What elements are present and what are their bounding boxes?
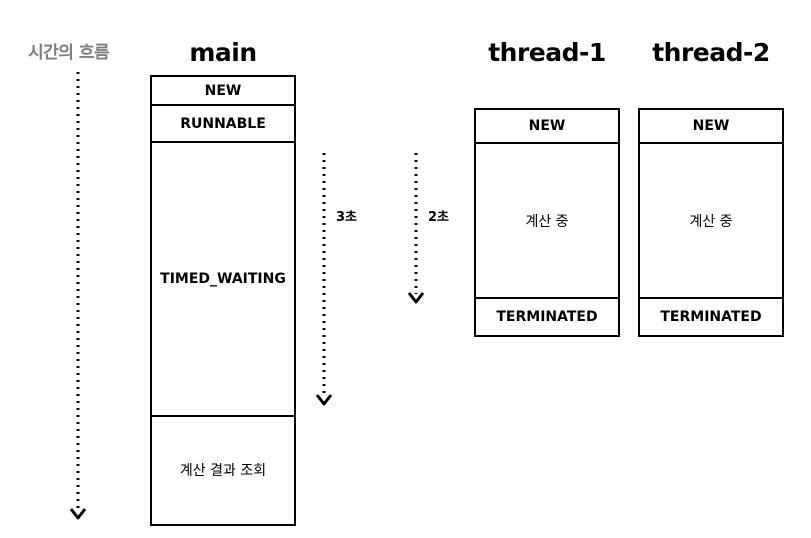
thread2-state-new: NEW bbox=[638, 108, 784, 144]
thread1-state-new: NEW bbox=[474, 108, 620, 144]
main-sleep-label: 3초 bbox=[336, 210, 358, 225]
main-state-runnable-label: RUNNABLE bbox=[180, 115, 266, 132]
thread2-state-computing: 계산 중 bbox=[638, 141, 784, 300]
thread2-state-computing-label: 계산 중 bbox=[689, 213, 733, 230]
thread2-state-new-label: NEW bbox=[692, 118, 730, 134]
main-sleep-arrowhead bbox=[315, 394, 333, 406]
main-state-runnable: RUNNABLE bbox=[150, 103, 296, 144]
main-state-new-label: NEW bbox=[204, 82, 242, 99]
thread1-state-terminated: TERMINATED bbox=[474, 297, 620, 337]
time-axis-arrowhead bbox=[69, 508, 87, 520]
thread2-state-terminated: TERMINATED bbox=[638, 297, 784, 337]
thread1-state-terminated-label: TERMINATED bbox=[496, 309, 598, 325]
main-state-timed-waiting-label: TIMED_WAITING bbox=[160, 271, 286, 287]
main-state-timed-waiting: TIMED_WAITING bbox=[150, 141, 296, 417]
thread2-title: thread-2 bbox=[652, 38, 770, 67]
thread1-state-computing: 계산 중 bbox=[474, 141, 620, 300]
thread1-state-computing-label: 계산 중 bbox=[525, 213, 569, 230]
time-axis-label: 시간의 흐름 bbox=[28, 43, 110, 63]
main-state-result: 계산 결과 조회 bbox=[150, 414, 296, 526]
main-state-new: NEW bbox=[150, 75, 296, 106]
thread2-state-terminated-label: TERMINATED bbox=[660, 309, 762, 325]
main-title: main bbox=[189, 38, 257, 67]
thread1-state-new-label: NEW bbox=[528, 118, 566, 134]
thread1-duration-arrowhead bbox=[407, 292, 425, 304]
thread1-duration-label: 2초 bbox=[428, 210, 450, 225]
main-state-result-label: 계산 결과 조회 bbox=[179, 463, 267, 479]
thread1-title: thread-1 bbox=[488, 38, 606, 67]
